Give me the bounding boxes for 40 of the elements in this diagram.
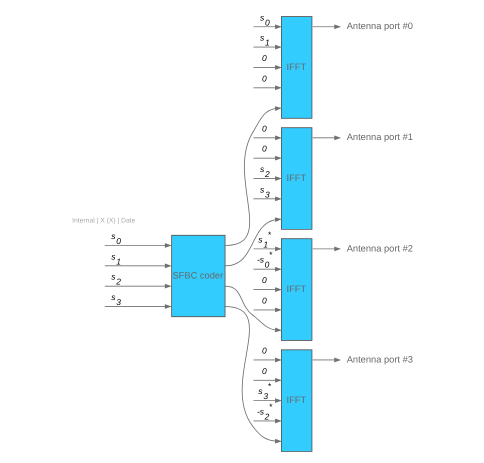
arrow: [312, 24, 342, 30]
arrow: [104, 304, 172, 309]
arrow: [253, 266, 282, 272]
arrow: [253, 196, 282, 202]
arrow: [104, 243, 172, 248]
arrow: [253, 135, 282, 140]
edge-label: 0: [262, 295, 267, 306]
arrow: [104, 284, 172, 289]
node-text: Antenna port #0: [346, 21, 413, 32]
edge-label: 0: [262, 366, 267, 376]
edge-label: 0: [262, 52, 267, 63]
arrow: [253, 308, 282, 312]
edge-label: 0: [262, 275, 267, 286]
arrow: [253, 176, 282, 181]
arrow: [225, 106, 282, 246]
node-text: Antenna port #3: [346, 354, 413, 364]
arrow: [104, 263, 172, 268]
arrow: [225, 217, 282, 266]
arrow: [253, 24, 282, 30]
arrow: [312, 135, 342, 140]
edge-label: 0: [262, 345, 267, 356]
arrow: [253, 358, 282, 362]
arrow: [253, 44, 282, 50]
edge-label: 0: [262, 73, 267, 84]
edge-label: 0: [262, 144, 267, 154]
arrow: [312, 246, 342, 252]
arrow: [225, 306, 282, 444]
arrow: [312, 358, 342, 362]
arrow: [253, 398, 282, 403]
arrow: [253, 418, 282, 424]
edge-label: 0: [262, 123, 267, 134]
node-text: Antenna port #1: [346, 132, 413, 142]
arrow: [253, 156, 282, 161]
node-text: Antenna port #2: [346, 243, 413, 254]
arrow: [253, 65, 282, 70]
arrow: [225, 286, 282, 332]
arrow: [253, 246, 282, 252]
arrow: [253, 378, 282, 383]
arrow: [253, 85, 282, 90]
arrow: [253, 287, 282, 292]
